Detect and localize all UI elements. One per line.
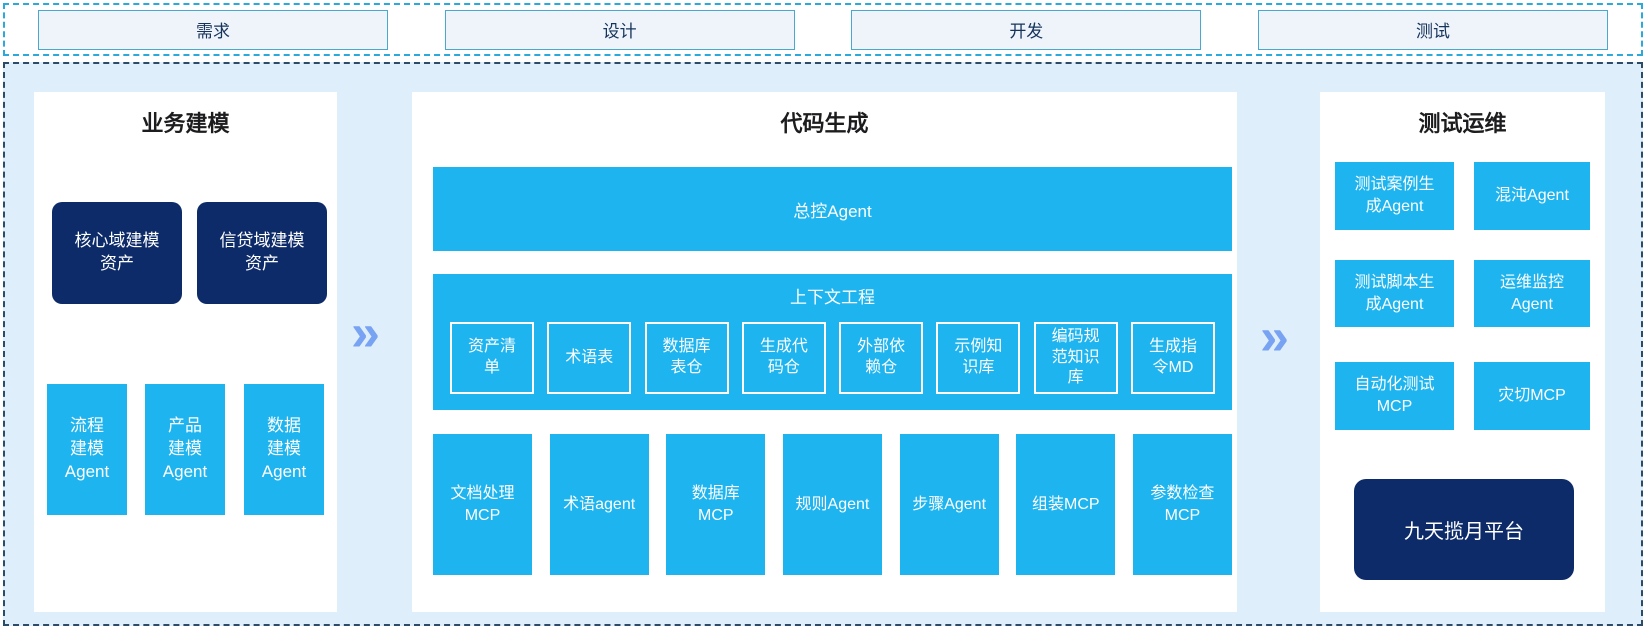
box-ops-monitor-agent: 运维监控 Agent	[1474, 260, 1590, 327]
ctx-item-external-deps-repo: 外部依 赖仓	[839, 322, 924, 394]
phase-box-requirements: 需求	[38, 9, 388, 50]
box-test-case-gen-agent: 测试案例生 成Agent	[1335, 162, 1454, 230]
box-automation-test-mcp: 自动化测试 MCP	[1335, 362, 1454, 430]
panel-business-modeling: 业务建模 核心域建模 资产 信贷域建模 资产 流程 建模 Agent 产品 建模…	[34, 92, 337, 612]
agent-box-product-modeling: 产品 建模 Agent	[145, 384, 225, 515]
box-test-script-gen-agent: 测试脚本生 成Agent	[1335, 260, 1454, 327]
master-agent-bar: 总控Agent	[433, 167, 1232, 251]
double-chevron-right-icon: »	[351, 304, 380, 362]
phase-box-testing: 测试	[1257, 9, 1608, 50]
panel-title-code-generation: 代码生成	[780, 111, 869, 136]
platform-box-jiutian-lanyue: 九天揽月平台	[1354, 479, 1574, 580]
box-disaster-switch-mcp: 灾切MCP	[1474, 362, 1590, 430]
tool-box-param-check-mcp: 参数检查 MCP	[1132, 434, 1232, 575]
ctx-item-generated-code-repo: 生成代 码仓	[741, 322, 826, 394]
ctx-item-db-table-repo: 数据库 表仓	[644, 322, 729, 394]
phase-box-development: 开发	[851, 9, 1202, 50]
asset-box-credit-domain: 信贷域建模 资产	[197, 202, 327, 304]
ctx-item-generate-instruction-md: 生成指 令MD	[1130, 322, 1215, 394]
ctx-item-glossary: 术语表	[547, 322, 632, 394]
tool-box-rule-agent: 规则Agent	[782, 434, 882, 575]
ctx-item-asset-list: 资产清 单	[450, 322, 534, 394]
tool-box-terminology-agent: 术语agent	[549, 434, 649, 575]
agent-box-process-modeling: 流程 建模 Agent	[47, 384, 127, 515]
context-items-row: 资产清 单 术语表 数据库 表仓 生成代 码仓 外部依 赖仓 示例知 识库 编码…	[433, 322, 1232, 394]
context-engineering-panel: 上下文工程 资产清 单 术语表 数据库 表仓 生成代 码仓 外部依 赖仓 示例知…	[433, 274, 1232, 410]
ctx-item-example-kb: 示例知 识库	[936, 322, 1021, 394]
phase-box-design: 设计	[444, 9, 795, 50]
tool-box-doc-processing-mcp: 文档处理 MCP	[433, 434, 532, 575]
panel-test-ops: 测试运维 测试案例生 成Agent 混沌Agent 测试脚本生 成Agent 运…	[1320, 92, 1605, 612]
tool-box-assembly-mcp: 组装MCP	[1016, 434, 1116, 575]
ctx-item-coding-standard-kb: 编码规 范知识 库	[1033, 322, 1118, 394]
agent-box-data-modeling: 数据 建模 Agent	[244, 384, 324, 515]
phase-bar: 需求 设计 开发 测试	[3, 3, 1643, 56]
asset-box-core-domain: 核心域建模 资产	[52, 202, 182, 304]
tool-box-database-mcp: 数据库 MCP	[666, 434, 766, 575]
tool-box-step-agent: 步骤Agent	[899, 434, 999, 575]
panel-title-test-ops: 测试运维	[1418, 111, 1507, 136]
box-chaos-agent: 混沌Agent	[1474, 162, 1590, 230]
double-chevron-right-icon: »	[1260, 308, 1289, 366]
tools-row: 文档处理 MCP 术语agent 数据库 MCP 规则Agent 步骤Agent…	[433, 434, 1232, 575]
panel-code-generation: 代码生成 总控Agent 上下文工程 资产清 单 术语表 数据库 表仓 生成代 …	[412, 92, 1237, 612]
context-engineering-title: 上下文工程	[790, 288, 875, 307]
panel-title-business-modeling: 业务建模	[141, 111, 230, 136]
main-canvas: 业务建模 核心域建模 资产 信贷域建模 资产 流程 建模 Agent 产品 建模…	[3, 62, 1643, 626]
